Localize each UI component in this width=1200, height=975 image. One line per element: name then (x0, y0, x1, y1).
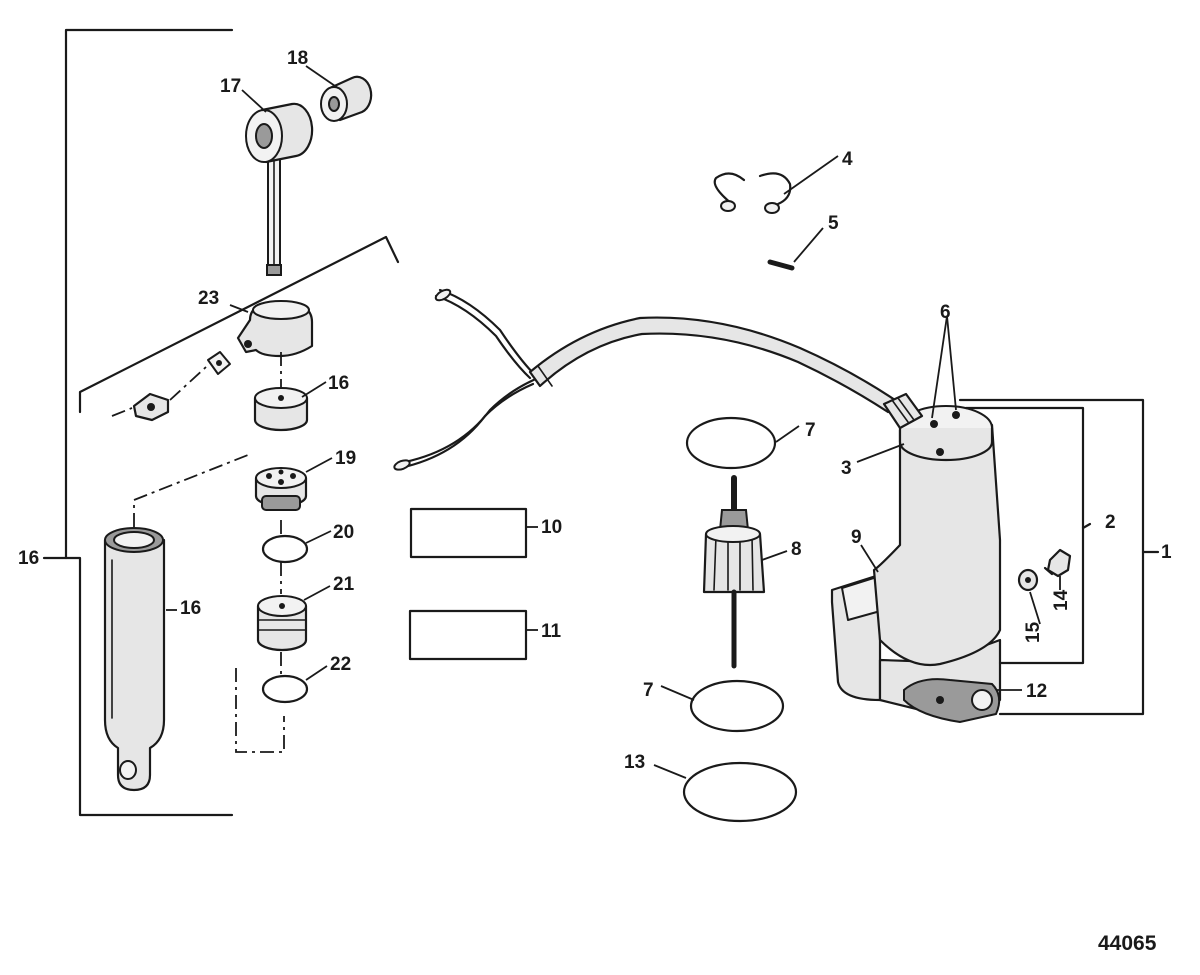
part-14-screw (1043, 548, 1072, 578)
part-17-shaft (245, 102, 314, 276)
callout-11: 11 (541, 621, 562, 642)
callout-15: 15 (1023, 621, 1044, 643)
callout-5: 5 (828, 213, 839, 234)
motor-assembly (830, 392, 1002, 724)
part-15-washer (1017, 568, 1039, 592)
part-21-piston (256, 595, 308, 652)
callout-13: 13 (624, 752, 645, 773)
callout-12: 12 (1026, 681, 1047, 702)
bracket-23-group (78, 235, 400, 414)
callout-9: 9 (851, 527, 862, 548)
callout-17: 17 (220, 76, 241, 97)
callout-23: 23 (198, 288, 219, 309)
callout-19: 19 (335, 448, 356, 469)
callout-7-top: 7 (805, 420, 816, 441)
callout-21: 21 (333, 574, 355, 595)
callout-16-disc: 16 (328, 373, 349, 394)
part-18-bushing (320, 75, 373, 122)
callout-10: 10 (541, 517, 562, 538)
bracket-1-2 (958, 398, 1160, 716)
callout-16-cylinder: 16 (180, 598, 201, 619)
bracket-16-assembly (42, 28, 234, 817)
callout-7-bottom: 7 (643, 680, 654, 701)
part-7-o-ring-top (685, 416, 777, 470)
part-7-o-ring-bottom (689, 679, 785, 733)
part-16-cylinder (103, 527, 166, 792)
callout-2: 2 (1105, 512, 1116, 533)
part-10-decal (409, 507, 528, 559)
callout-8: 8 (791, 539, 802, 560)
figure-number: 44065 (1098, 932, 1157, 955)
callout-1: 1 (1161, 542, 1172, 563)
callout-labels: 1 2 3 4 5 6 7 7 8 9 10 11 12 13 14 15 16… (18, 48, 1172, 955)
part-8-armature (702, 475, 766, 669)
callout-16-bracket: 16 (18, 548, 39, 569)
callout-14: 14 (1051, 589, 1072, 611)
callout-4: 4 (842, 149, 853, 170)
callout-18: 18 (287, 48, 308, 69)
part-11-decal (408, 609, 528, 661)
callout-20: 20 (333, 522, 354, 543)
part-16-disc (253, 387, 309, 432)
callout-3: 3 (841, 458, 852, 479)
callout-6: 6 (940, 302, 951, 323)
part-5-pin (767, 259, 795, 271)
part-19-piston (254, 467, 308, 511)
part-4-clips (713, 172, 792, 214)
part-13-o-ring (682, 761, 798, 823)
part-22-o-ring (261, 674, 309, 704)
callout-22: 22 (330, 654, 351, 675)
part-23-clamp (111, 300, 314, 422)
wire-harness (393, 288, 897, 471)
part-20-o-ring (261, 534, 309, 564)
leader-lines (166, 65, 1061, 779)
